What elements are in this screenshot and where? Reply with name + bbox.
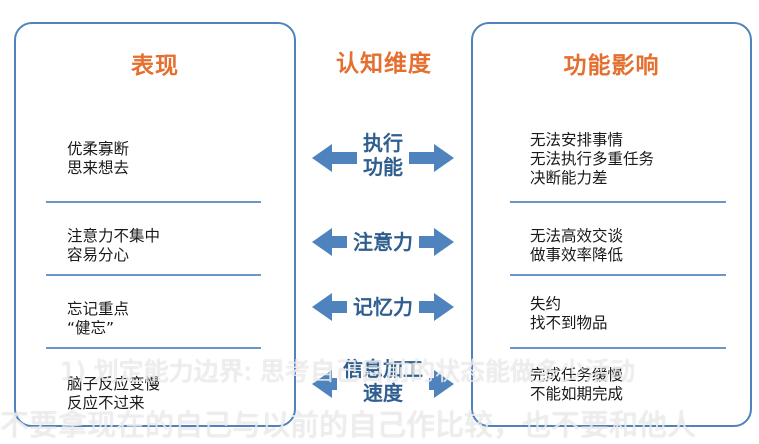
right-cell-line: 决断能力差 — [530, 169, 608, 187]
center-label-line: 执行 — [363, 131, 403, 155]
right-cell-executive: 无法安排事情 无法执行多重任务 决断能力差 — [530, 131, 654, 188]
center-label-line: 记忆力 — [353, 295, 413, 319]
left-cell-line: “健忘” — [67, 319, 115, 337]
left-divider — [46, 201, 261, 203]
center-label-line: 注意力 — [353, 230, 413, 254]
right-cell-line: 做事效率降低 — [530, 246, 624, 264]
right-cell-line: 无法高效交谈 — [530, 227, 624, 245]
left-cell-line: 容易分心 — [67, 246, 130, 264]
left-cell-speed: 脑子反应变慢 反应不过来 — [67, 375, 160, 413]
left-cell-memory: 忘记重点 “健忘” — [67, 300, 129, 338]
left-cell-line: 优柔寡断 — [67, 140, 130, 158]
center-label-line: 速度 — [363, 381, 403, 405]
right-cell-line: 失约 — [530, 295, 562, 313]
left-divider — [46, 274, 261, 276]
left-panel: 表现 — [14, 22, 296, 427]
left-cell-line: 思来想去 — [67, 159, 130, 177]
center-label-attention: 注意力 — [312, 230, 454, 254]
right-cell-line: 找不到物品 — [530, 314, 608, 332]
right-cell-line: 无法执行多重任务 — [530, 150, 655, 168]
right-cell-attention: 无法高效交谈 做事效率降低 — [530, 227, 623, 265]
center-title: 认知维度 — [336, 51, 432, 77]
center-label-executive: 执行 功能 — [312, 131, 454, 179]
right-cell-line: 完成任务缓慢 — [530, 366, 624, 384]
left-cell-line: 忘记重点 — [67, 300, 130, 318]
right-panel-title: 功能影响 — [563, 53, 660, 79]
right-divider — [510, 274, 726, 276]
right-cell-speed: 完成任务缓慢 不能如期完成 — [530, 366, 623, 404]
left-cell-executive: 优柔寡断 思来想去 — [67, 140, 129, 178]
center-label-memory: 记忆力 — [312, 295, 454, 319]
left-panel-title: 表现 — [131, 53, 179, 79]
right-panel: 功能影响 — [471, 22, 752, 427]
left-cell-line: 注意力不集中 — [67, 227, 161, 245]
left-divider — [46, 347, 261, 349]
center-label-line: 功能 — [363, 155, 403, 179]
right-divider — [510, 201, 726, 203]
left-cell-line: 反应不过来 — [67, 394, 145, 412]
right-divider — [510, 347, 726, 349]
right-cell-memory: 失约 找不到物品 — [530, 295, 608, 333]
right-cell-line: 不能如期完成 — [530, 385, 624, 403]
right-cell-line: 无法安排事情 — [530, 131, 624, 149]
left-cell-attention: 注意力不集中 容易分心 — [67, 227, 160, 265]
center-label-speed: 信息加工 速度 — [312, 357, 454, 405]
left-cell-line: 脑子反应变慢 — [67, 375, 161, 393]
center-label-line: 信息加工 — [343, 357, 423, 381]
